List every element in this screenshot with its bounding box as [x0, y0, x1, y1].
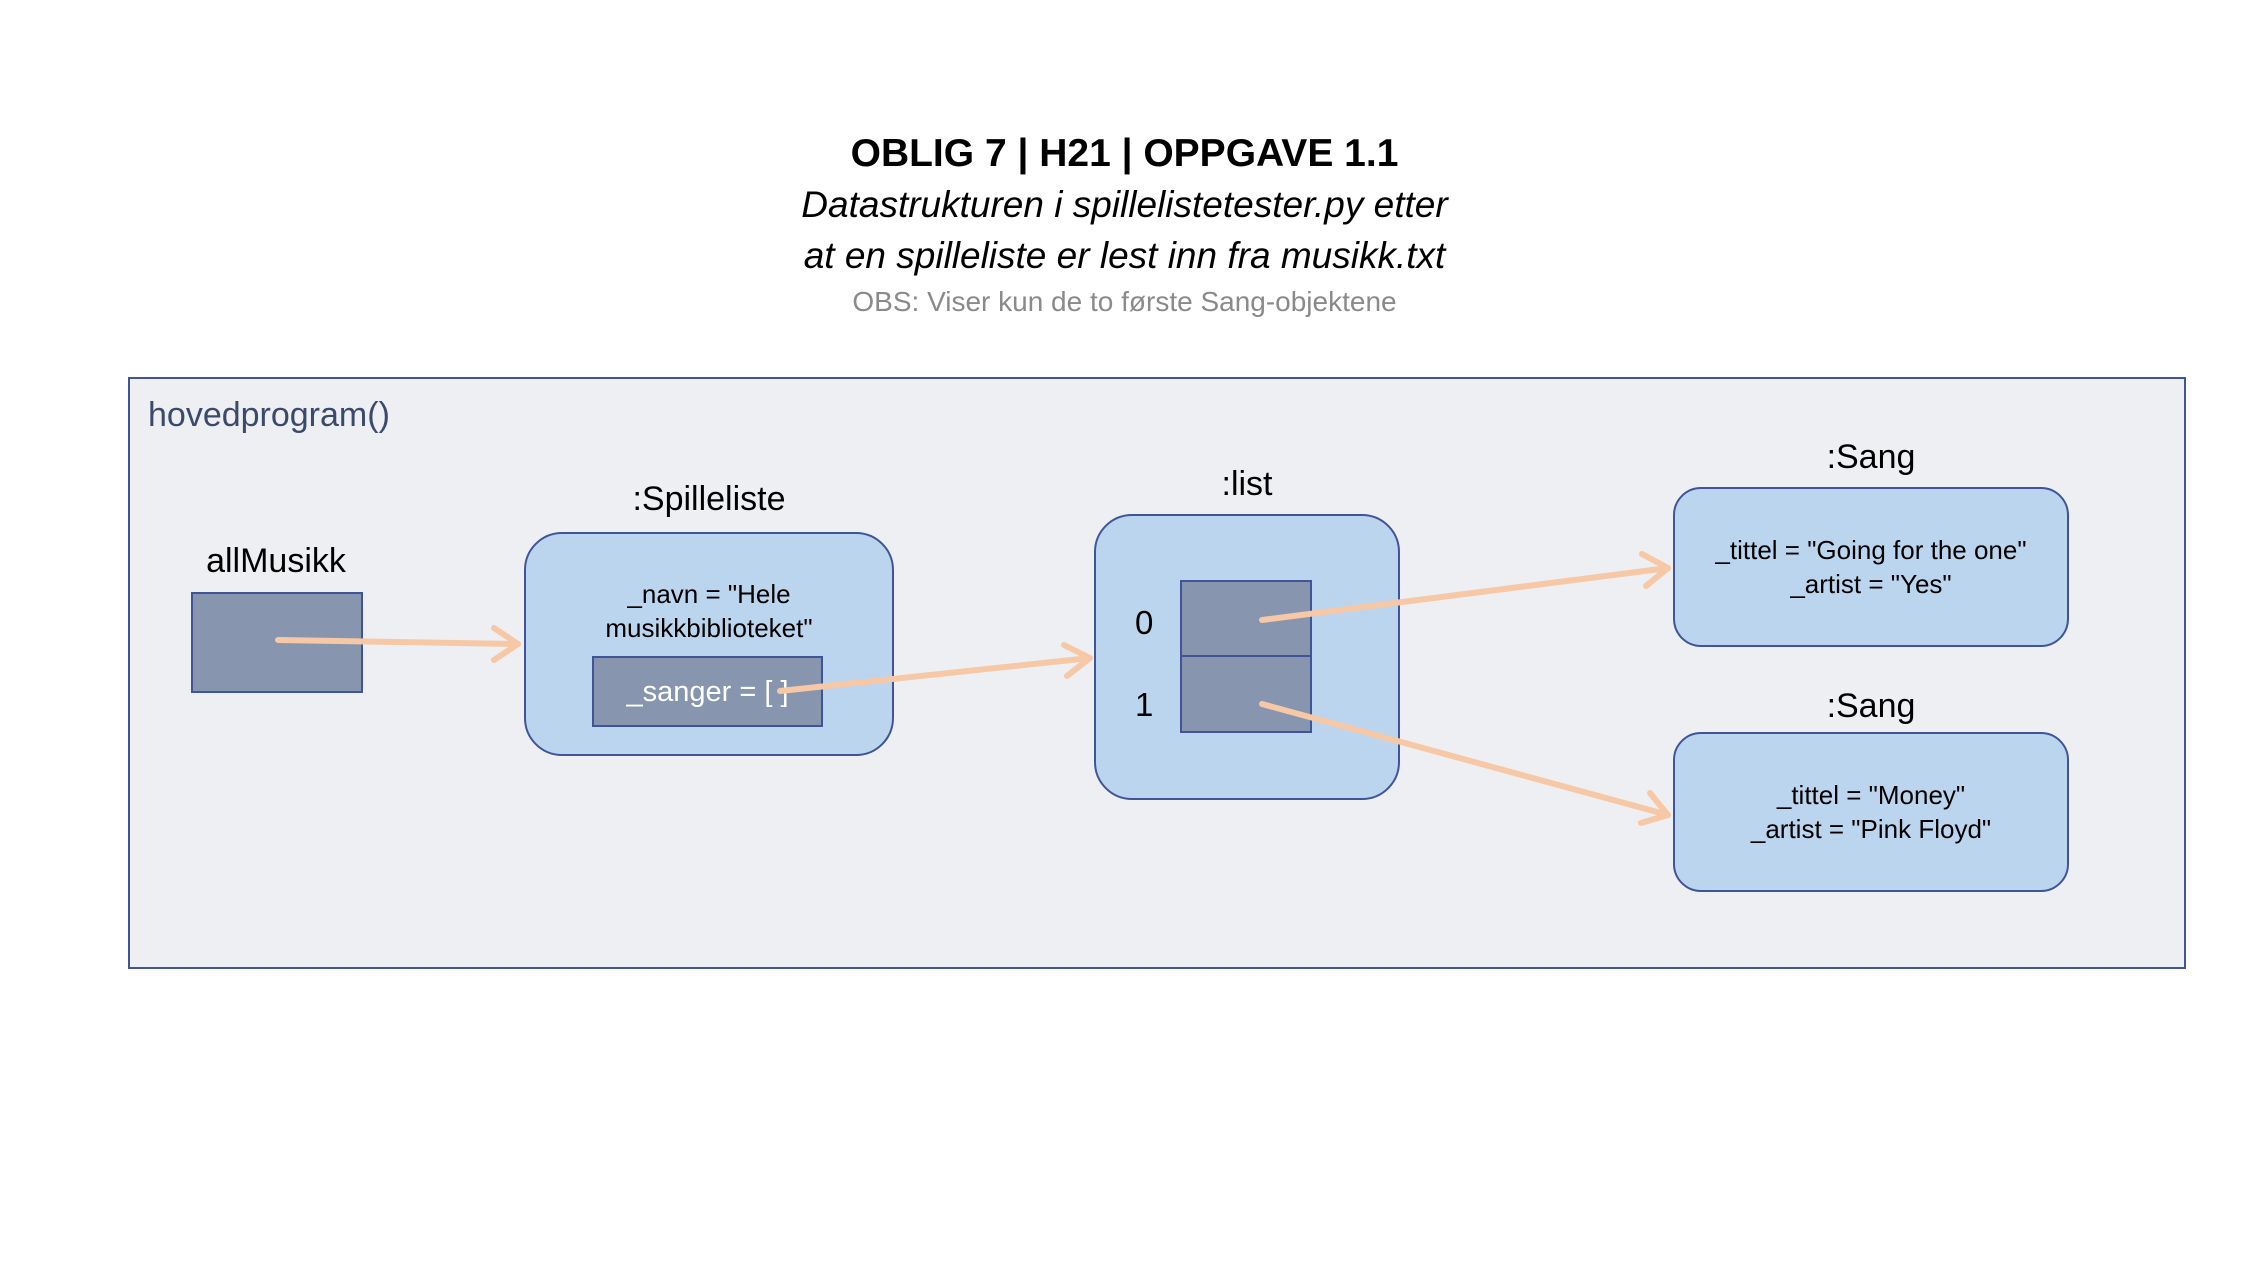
sang-2-tittel: _tittel = "Money": [1776, 780, 1966, 810]
list-label: :list: [1221, 465, 1273, 503]
diagram-note: OBS: Viser kun de to første Sang-objekte…: [852, 286, 1397, 317]
hovedprogram-frame-label: hovedprogram(): [148, 396, 390, 434]
diagram-subtitle-line-1: Datastrukturen i spillelistetester.py et…: [801, 184, 1448, 225]
spilleliste-navn-line-2: musikkbiblioteket": [605, 613, 813, 643]
spilleliste-label: :Spilleliste: [632, 480, 786, 518]
spilleliste-navn-line-1: _navn = "Hele: [627, 579, 791, 609]
spilleliste-sanger-text: _sanger = [ ]: [626, 676, 789, 708]
allmusikk-reference-cell: [191, 592, 363, 693]
sang-2-artist: _artist = "Pink Floyd": [1750, 814, 1992, 844]
sang-2-object: [1673, 732, 2069, 892]
list-index-1: 1: [1135, 686, 1154, 723]
list-index-0: 0: [1135, 604, 1154, 641]
diagram-subtitle-line-2: at en spilleliste er lest inn fra musikk…: [803, 235, 1446, 276]
list-cell-0: [1180, 580, 1312, 657]
list-cell-1: [1180, 655, 1312, 733]
sang-1-artist: _artist = "Yes": [1790, 569, 1952, 599]
sang-1-label: :Sang: [1826, 438, 1916, 476]
sang-1-object: [1673, 487, 2069, 647]
sang-2-label: :Sang: [1826, 687, 1916, 725]
allmusikk-label: allMusikk: [206, 542, 346, 580]
sang-1-tittel: _tittel = "Going for the one": [1715, 535, 2027, 565]
diagram-title: OBLIG 7 | H21 | OPPGAVE 1.1: [850, 132, 1399, 175]
